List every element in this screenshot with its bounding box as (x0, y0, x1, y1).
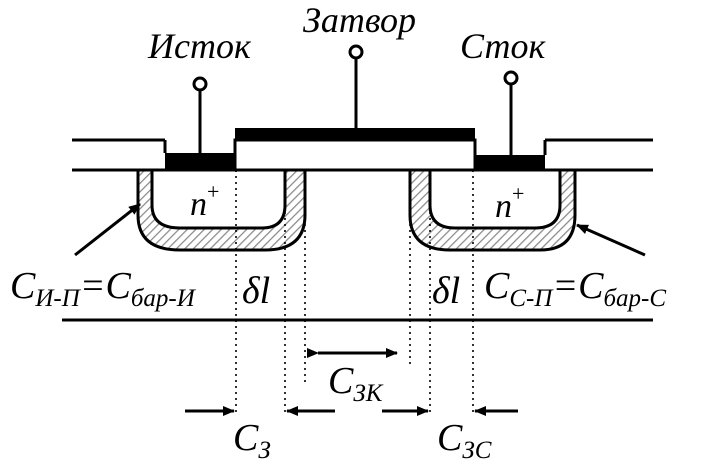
source-n-plus-label: n+ (190, 179, 219, 223)
dotted-guides (235, 170, 474, 415)
delta-l-left-label: δl (242, 270, 270, 312)
drain-terminal-icon (503, 70, 519, 86)
gate-stack (233, 128, 477, 172)
oxide-surface (72, 138, 653, 172)
c-zs-label: CЗС (437, 417, 492, 464)
drain-label: Сток (460, 26, 547, 66)
drain-n-plus-label: n+ (495, 181, 524, 225)
gate-label: Затвор (303, 0, 416, 40)
c-z-label: CЗ (233, 417, 271, 464)
gate-terminal-icon (348, 44, 364, 60)
pointer-arrows (74, 202, 646, 257)
source-terminal-icon (192, 76, 208, 92)
drain-contact (475, 155, 545, 170)
drain-well (408, 168, 577, 252)
source-label: Исток (147, 26, 252, 66)
c-drain-substrate-label: CС-П=Cбар-С (484, 265, 666, 312)
c-source-substrate-label: CИ-П=Cбар-И (10, 265, 197, 312)
terminal-leads (192, 44, 519, 155)
c-zk-label: CЗК (328, 360, 384, 407)
source-contact (165, 153, 235, 170)
source-well (136, 168, 307, 252)
delta-l-right-label: δl (432, 270, 460, 312)
